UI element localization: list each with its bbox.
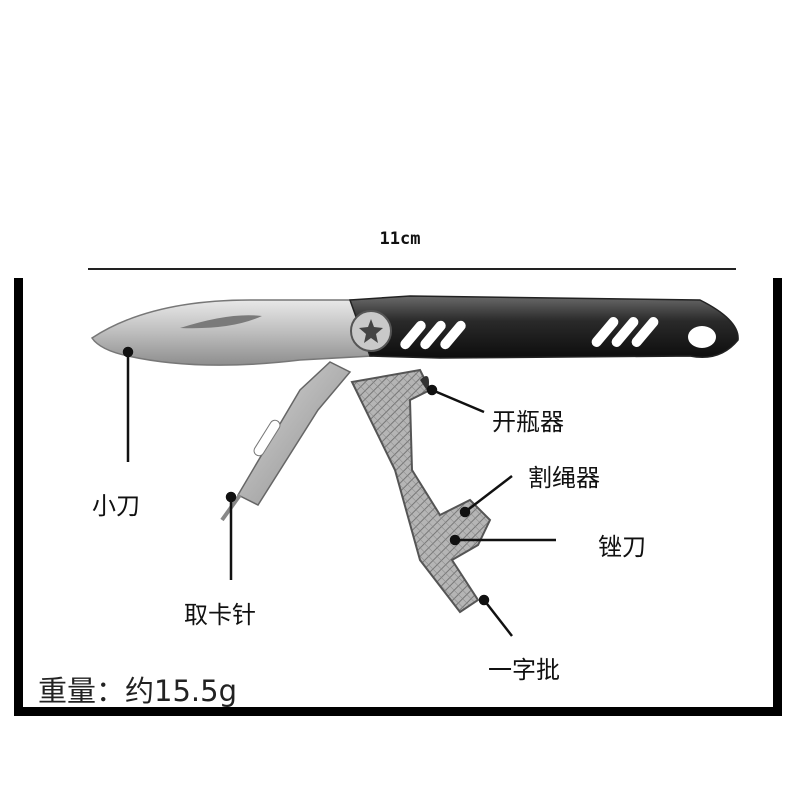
callout-file: 锉刀 <box>598 533 646 561</box>
knife-handle <box>348 295 739 359</box>
callout-knife: 小刀 <box>92 492 140 520</box>
dimension-label: 11cm <box>379 229 421 249</box>
callout-rope-cutter: 割绳器 <box>528 464 600 492</box>
sim-pin-tool <box>220 361 352 522</box>
file-tool <box>350 368 492 614</box>
photo-frame <box>14 278 782 716</box>
knife-blade <box>90 299 373 366</box>
callout-bottle-opener: 开瓶器 <box>492 408 564 436</box>
weight-value: 约15.5g <box>125 674 237 708</box>
dimension-line <box>88 268 736 270</box>
callout-leader-lines <box>122 346 556 637</box>
weight-info: 重量：约15.5g <box>38 668 237 710</box>
weight-label: 重量： <box>38 674 126 708</box>
callout-sim-pin: 取卡针 <box>184 601 256 629</box>
callout-flathead-driver: 一字批 <box>488 656 560 684</box>
